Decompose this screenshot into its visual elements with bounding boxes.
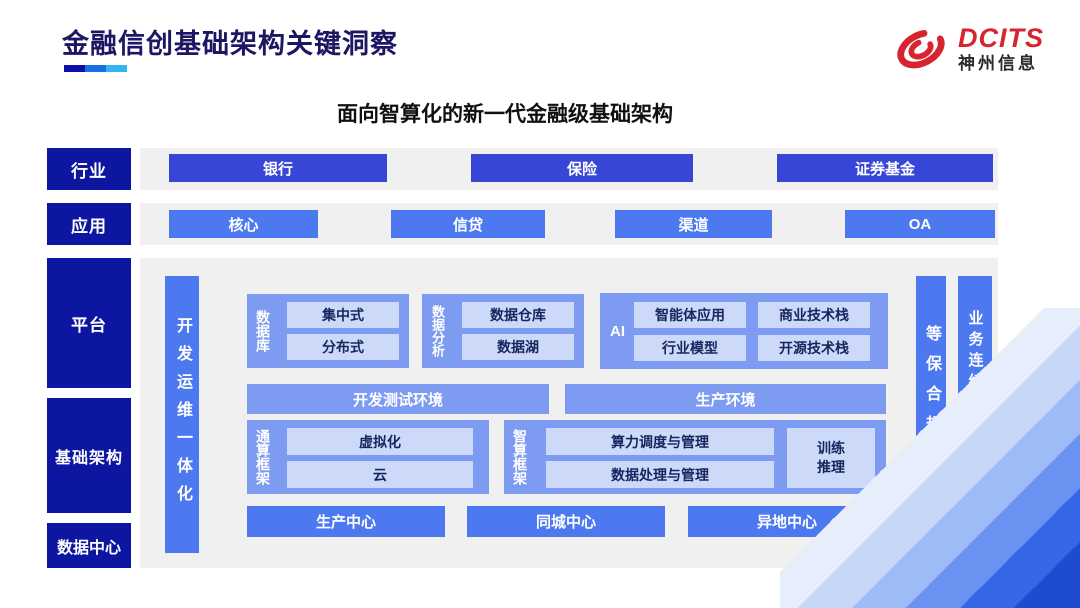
cloud-box: 云: [287, 461, 473, 488]
compute-scheduling-box: 算力调度与管理: [546, 428, 774, 455]
sidebar-label-industry: 行业: [47, 148, 131, 190]
sidebar-label-infrastructure: 基础架构: [47, 398, 131, 513]
general-framework-group: 通算框架 虚拟化 云: [247, 420, 489, 494]
devops-vertical-bar: 开发运维一体化: [165, 276, 199, 553]
intelligent-framework-label: 智算框架: [512, 429, 528, 485]
ai-agent-app-box: 智能体应用: [634, 302, 746, 328]
industry-securities-box: 证券基金: [777, 154, 993, 182]
database-centralized-box: 集中式: [287, 302, 399, 328]
sidebar-label-application: 应用: [47, 203, 131, 245]
application-channel-box: 渠道: [615, 210, 772, 238]
title-underline: [64, 65, 127, 72]
logo-swirl-icon: [897, 29, 945, 69]
database-group: 数据库 集中式 分布式: [247, 294, 409, 368]
application-oa-box: OA: [845, 210, 995, 238]
logo-brand: DCITS: [958, 23, 1044, 53]
sidebar-label-datacenter: 数据中心: [47, 523, 131, 568]
production-center-box: 生产中心: [247, 506, 445, 537]
industry-bank-box: 银行: [169, 154, 387, 182]
general-framework-label: 通算框架: [255, 429, 271, 485]
sidebar-label-platform: 平台: [47, 258, 131, 388]
underline-segment-medium: [85, 65, 106, 72]
ai-industry-model-box: 行业模型: [634, 335, 746, 361]
logo-text: DCITS 神州信息: [958, 23, 1044, 75]
database-distributed-box: 分布式: [287, 334, 399, 360]
dcits-logo: DCITS 神州信息: [890, 18, 1044, 80]
underline-segment-light: [106, 65, 127, 72]
analytics-lake-box: 数据湖: [462, 334, 574, 360]
dev-test-env-bar: 开发测试环境: [247, 384, 549, 414]
logo-company: 神州信息: [958, 54, 1038, 73]
corner-stripes-decoration: [780, 308, 1080, 608]
analytics-group: 数据分析 数据仓库 数据湖: [422, 294, 584, 368]
industry-insurance-box: 保险: [471, 154, 693, 182]
same-city-center-box: 同城中心: [467, 506, 665, 537]
data-processing-box: 数据处理与管理: [546, 461, 774, 488]
analytics-warehouse-box: 数据仓库: [462, 302, 574, 328]
application-credit-box: 信贷: [391, 210, 545, 238]
database-group-label: 数据库: [255, 310, 271, 352]
virtualization-box: 虚拟化: [287, 428, 473, 455]
diagram-subtitle: 面向智算化的新一代金融级基础架构: [337, 103, 673, 126]
application-core-box: 核心: [169, 210, 318, 238]
page-title: 金融信创基础架构关键洞察: [62, 29, 398, 59]
analytics-group-label: 数据分析: [430, 305, 445, 357]
underline-segment-dark: [64, 65, 85, 72]
ai-group-label: AI: [610, 322, 625, 340]
